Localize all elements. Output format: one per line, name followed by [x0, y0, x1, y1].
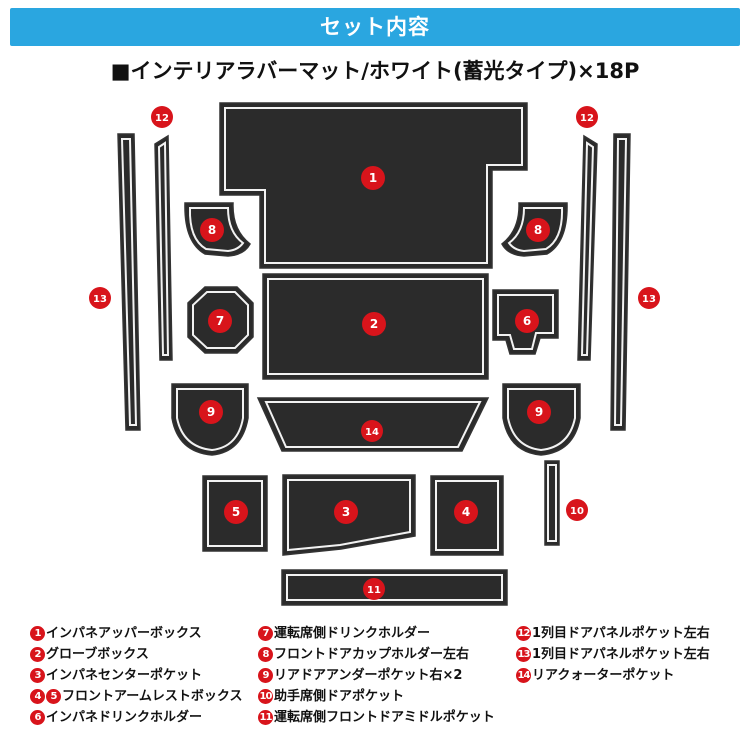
number-badge: 14: [516, 668, 531, 683]
badge-4: 4: [454, 500, 478, 524]
badge-9-left: 9: [199, 400, 223, 424]
number-badge: 3: [30, 668, 45, 683]
svg-text:12: 12: [155, 113, 169, 124]
svg-text:8: 8: [208, 223, 216, 237]
svg-text:6: 6: [523, 314, 531, 328]
svg-text:3: 3: [342, 505, 350, 519]
svg-text:4: 4: [462, 505, 470, 519]
number-badge: 13: [516, 647, 531, 662]
badge-12-right: 12: [576, 106, 598, 128]
mat-13-right: [610, 133, 631, 431]
section-banner: セット内容: [10, 8, 740, 46]
badge-2: 2: [362, 312, 386, 336]
number-badge: 5: [46, 689, 61, 704]
badge-9-right: 9: [527, 400, 551, 424]
svg-text:9: 9: [535, 405, 543, 419]
number-badge: 6: [30, 710, 45, 725]
svg-text:11: 11: [367, 585, 381, 596]
svg-text:2: 2: [370, 317, 378, 331]
svg-text:13: 13: [642, 294, 656, 305]
number-badge: 7: [258, 626, 273, 641]
number-badge: 4: [30, 689, 45, 704]
badge-8-left: 8: [200, 218, 224, 242]
number-badge: 10: [258, 689, 273, 704]
svg-text:12: 12: [580, 113, 594, 124]
badge-12-left: 12: [151, 106, 173, 128]
diagram-number-badges: 1 2 14 3 5 4 11 7 6 8 8 9 9 10 12 12 13 …: [89, 106, 660, 600]
number-badge: 12: [516, 626, 531, 641]
svg-text:8: 8: [534, 223, 542, 237]
product-title: ■インテリアラバーマット/ホワイト(蓄光タイプ)×18P: [110, 59, 640, 83]
svg-text:9: 9: [207, 405, 215, 419]
mat-layout-diagram: 1 2 14 3 5 4 11 7 6 8 8 9 9 10 12 12 13 …: [89, 102, 660, 606]
number-badge: 11: [258, 710, 273, 725]
badge-3: 3: [334, 500, 358, 524]
badge-7: 7: [208, 309, 232, 333]
badge-6: 6: [515, 309, 539, 333]
badge-1: 1: [361, 166, 385, 190]
badge-14: 14: [361, 420, 383, 442]
svg-text:10: 10: [570, 506, 584, 517]
badge-8-right: 8: [526, 218, 550, 242]
svg-text:5: 5: [232, 505, 240, 519]
number-badge: 1: [30, 626, 45, 641]
number-badge: 9: [258, 668, 273, 683]
number-badge: 8: [258, 647, 273, 662]
badge-13-right: 13: [638, 287, 660, 309]
svg-text:13: 13: [93, 294, 107, 305]
badge-13-left: 13: [89, 287, 111, 309]
svg-text:14: 14: [365, 427, 379, 438]
mat-12-left: [154, 134, 173, 361]
badge-11: 11: [363, 578, 385, 600]
badge-10: 10: [566, 499, 588, 521]
svg-text:1: 1: [369, 171, 377, 185]
svg-text:7: 7: [216, 314, 224, 328]
badge-5: 5: [224, 500, 248, 524]
number-badge: 2: [30, 647, 45, 662]
